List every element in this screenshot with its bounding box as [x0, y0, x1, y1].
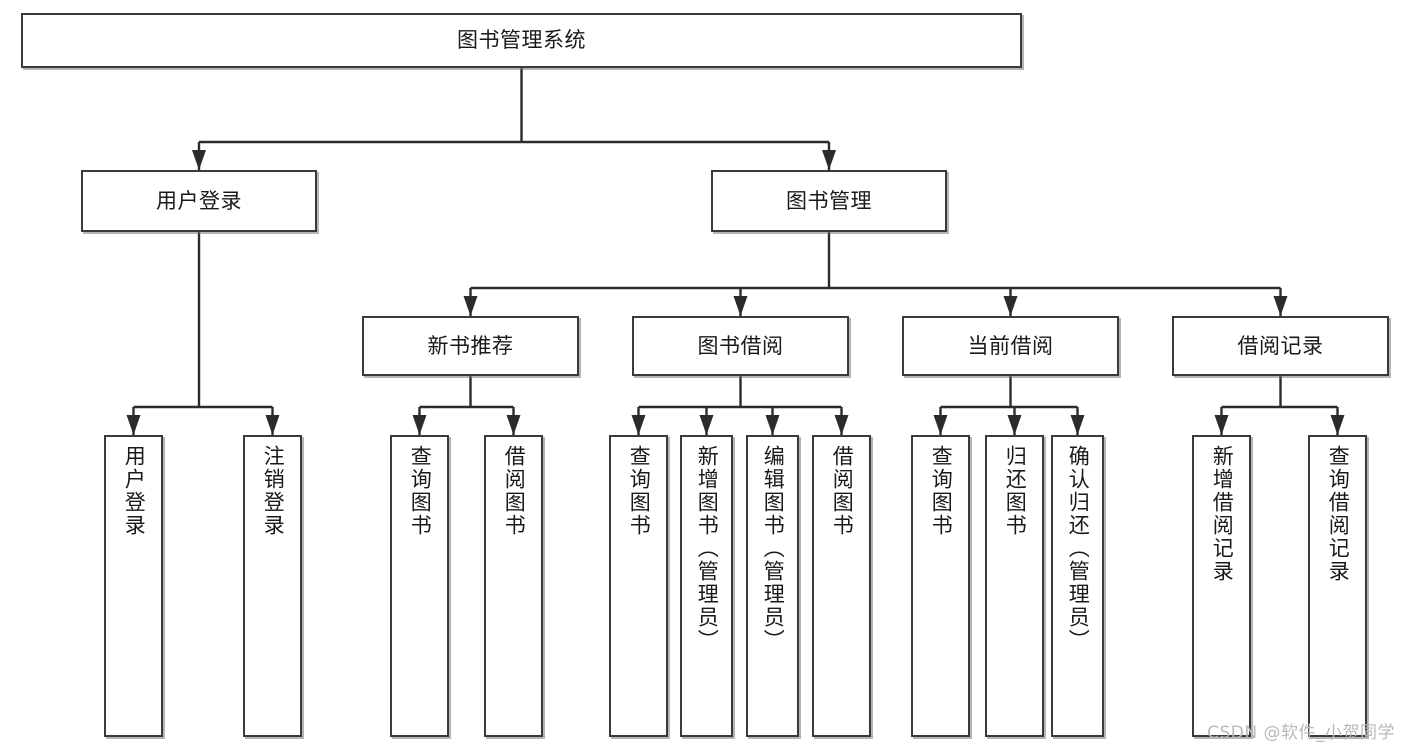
node-label: 新增图书（管理员）	[695, 445, 720, 652]
watermark: CSDN @软件_小贺同学	[1207, 723, 1395, 743]
arrowhead-icon	[506, 415, 521, 435]
arrowhead-icon	[733, 296, 748, 316]
node-leaf-borrow-book-2[interactable]: 借阅图书	[812, 435, 871, 737]
node-leaf-edit-book[interactable]: 编辑图书（管理员）	[746, 435, 799, 737]
node-label: 图书管理系统	[457, 28, 586, 52]
node-label: 借阅图书	[502, 445, 527, 537]
node-root[interactable]: 图书管理系统	[21, 13, 1022, 68]
node-label: 查询图书	[408, 445, 433, 537]
node-book-borrow[interactable]: 图书借阅	[632, 316, 849, 376]
arrowhead-icon	[699, 415, 714, 435]
arrowhead-icon	[126, 415, 141, 435]
node-label: 用户登录	[156, 188, 242, 213]
node-book-manage[interactable]: 图书管理	[711, 170, 947, 232]
node-label: 确认归还（管理员）	[1066, 445, 1091, 652]
node-label: 注销登录	[261, 445, 286, 537]
node-label: 当前借阅	[967, 333, 1054, 358]
node-leaf-add-record[interactable]: 新增借阅记录	[1192, 435, 1251, 737]
arrowhead-icon	[1214, 415, 1229, 435]
node-new-book-rec[interactable]: 新书推荐	[362, 316, 579, 376]
arrowhead-icon	[1330, 415, 1345, 435]
arrowhead-icon	[1003, 296, 1018, 316]
node-leaf-logout[interactable]: 注销登录	[243, 435, 302, 737]
node-user-login[interactable]: 用户登录	[81, 170, 317, 232]
node-leaf-return-book[interactable]: 归还图书	[985, 435, 1044, 737]
arrowhead-icon	[412, 415, 427, 435]
node-leaf-query-record[interactable]: 查询借阅记录	[1308, 435, 1367, 737]
arrowhead-icon	[834, 415, 849, 435]
node-leaf-add-book[interactable]: 新增图书（管理员）	[680, 435, 733, 737]
arrowhead-icon	[1273, 296, 1288, 316]
node-label: 编辑图书（管理员）	[761, 445, 786, 652]
arrowhead-icon	[265, 415, 280, 435]
node-label: 图书管理	[786, 188, 872, 213]
arrowhead-icon	[822, 150, 836, 170]
node-label: 查询借阅记录	[1326, 445, 1351, 583]
node-label: 图书借阅	[697, 333, 784, 358]
node-label: 查询图书	[627, 445, 652, 537]
arrowhead-icon	[1007, 415, 1022, 435]
node-leaf-borrow-book-1[interactable]: 借阅图书	[484, 435, 543, 737]
arrowhead-icon	[765, 415, 780, 435]
node-leaf-confirm-return[interactable]: 确认归还（管理员）	[1051, 435, 1104, 737]
arrowhead-icon	[1070, 415, 1085, 435]
node-label: 查询图书	[929, 445, 954, 537]
arrowhead-icon	[192, 150, 206, 170]
arrowhead-icon	[631, 415, 646, 435]
node-label: 归还图书	[1003, 445, 1028, 537]
node-label: 新增借阅记录	[1210, 445, 1235, 583]
node-label: 用户登录	[122, 445, 147, 537]
arrowhead-icon	[463, 296, 478, 316]
node-borrow-record[interactable]: 借阅记录	[1172, 316, 1389, 376]
node-leaf-query-book-3[interactable]: 查询图书	[911, 435, 970, 737]
node-label: 新书推荐	[427, 333, 514, 358]
node-leaf-query-book-2[interactable]: 查询图书	[609, 435, 668, 737]
node-label: 借阅图书	[830, 445, 855, 537]
node-leaf-query-book-1[interactable]: 查询图书	[390, 435, 449, 737]
node-current-borrow[interactable]: 当前借阅	[902, 316, 1119, 376]
arrowhead-icon	[933, 415, 948, 435]
node-label: 借阅记录	[1237, 333, 1324, 358]
node-leaf-user-login[interactable]: 用户登录	[104, 435, 163, 737]
